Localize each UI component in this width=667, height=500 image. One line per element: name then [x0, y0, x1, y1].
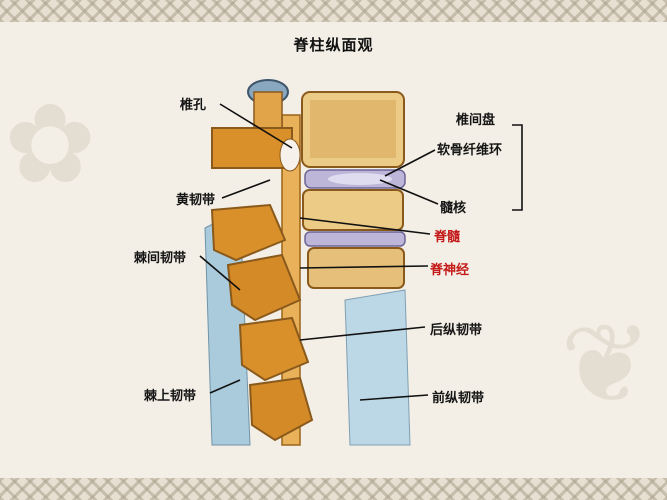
label-annulus-fibrosus: 软骨纤维环: [437, 139, 502, 158]
label-spinal-nerve: 脊神经: [430, 259, 469, 278]
anterior-ligament-shape: [345, 290, 410, 445]
label-spinal-cord: 脊髓: [434, 226, 460, 245]
spinous-process-1: [212, 205, 285, 260]
label-posterior-longitudinal-ligament: 后纵韧带: [430, 319, 482, 338]
spinous-process-4: [250, 378, 312, 440]
lamina-upper: [212, 128, 292, 168]
label-interspinous-ligament: 棘间韧带: [134, 247, 186, 266]
label-nucleus-pulposus: 髓核: [440, 197, 466, 216]
foramen-hole: [280, 139, 300, 171]
vertebral-body-upper-texture: [310, 100, 396, 158]
label-intervertebral-disc: 椎间盘: [456, 109, 495, 128]
nucleus-pulposus-shape: [328, 173, 392, 185]
label-anterior-longitudinal-ligament: 前纵韧带: [432, 387, 484, 406]
label-ligamentum-flavum: 黄韧带: [176, 189, 215, 208]
label-supraspinous-ligament: 棘上韧带: [144, 385, 196, 404]
label-foramen: 椎孔: [180, 94, 206, 113]
intervertebral-disc-middle: [305, 232, 405, 246]
foramen-tube: [254, 92, 282, 132]
